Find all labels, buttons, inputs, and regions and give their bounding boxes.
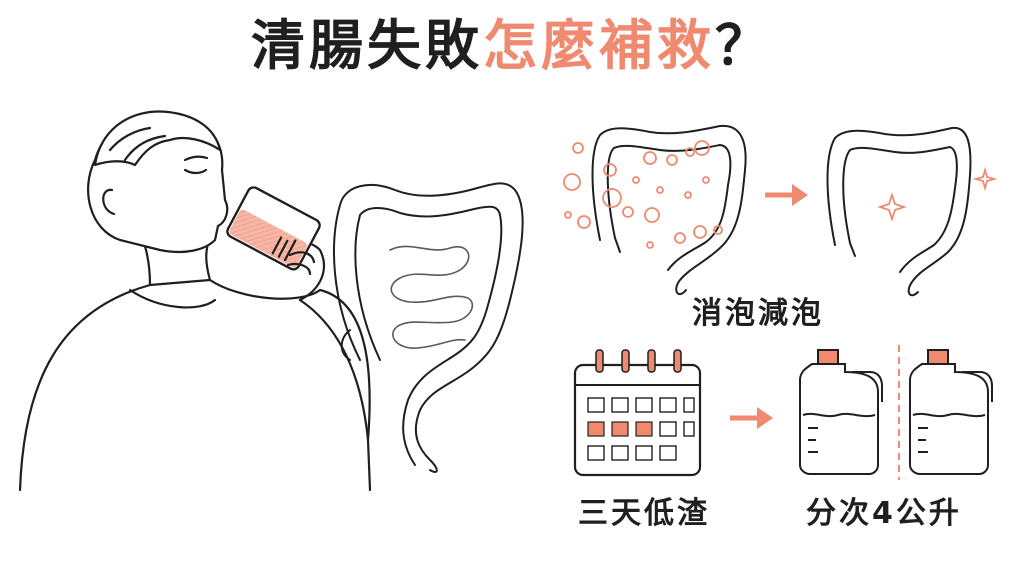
bubbles-group — [563, 140, 723, 249]
glass-icon — [226, 186, 321, 271]
bottle-icon — [799, 349, 883, 475]
drinking-man-figure — [18, 110, 372, 492]
label-split-dose: 分次4公升 — [806, 496, 962, 531]
arrow-icon — [765, 184, 808, 206]
label-defoam: 消泡減泡 — [692, 296, 824, 331]
label-low-residue: 三天低渣 — [578, 496, 710, 531]
calendar-icon — [573, 349, 702, 477]
page-title: 清腸失敗怎麼補救？ — [0, 12, 1024, 80]
title-mark: ？ — [715, 14, 773, 77]
large-intestine-illustration — [333, 182, 524, 473]
sparkle-icon — [877, 166, 998, 222]
title-accent: 怎麼補救 — [483, 14, 715, 77]
intestine-with-bubbles — [591, 124, 747, 296]
clean-intestine — [826, 126, 972, 297]
arrow-icon — [730, 407, 773, 429]
title-main: 清腸失敗 — [251, 14, 483, 77]
bottle-icon — [909, 349, 993, 475]
